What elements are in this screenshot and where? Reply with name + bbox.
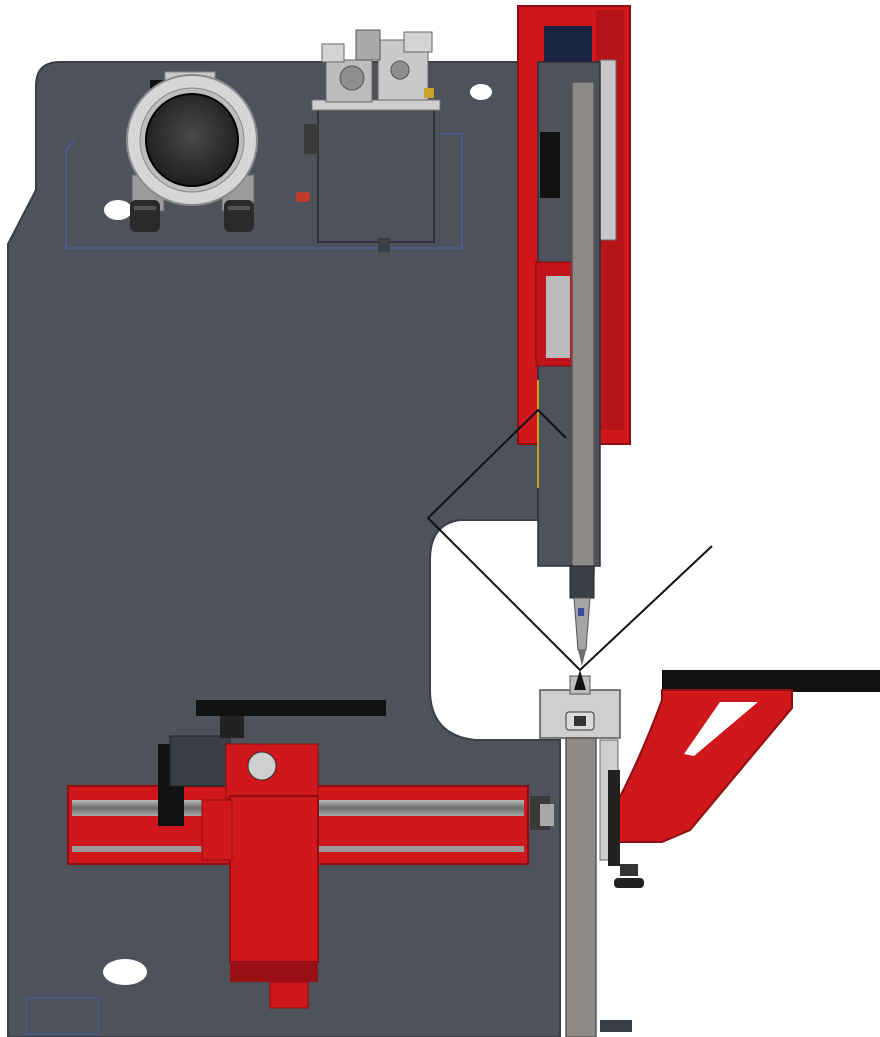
lower-beam-foot [600, 1020, 632, 1032]
die [539, 670, 621, 739]
frame-hole-top [470, 84, 492, 100]
frame-hole-bottom [103, 959, 147, 985]
sheet-metal [426, 408, 713, 672]
motor [126, 71, 258, 232]
backgauge [67, 700, 554, 1009]
backgauge-carriage [201, 743, 319, 1009]
cover-outline [65, 133, 463, 249]
frame-hole-left [104, 200, 132, 220]
punch [569, 81, 595, 666]
front-support-arm [599, 670, 880, 888]
valve-stack [321, 29, 434, 103]
frame-label-outline [25, 997, 99, 1035]
lower-beam [565, 737, 597, 1037]
hydraulic-valve-block [296, 29, 441, 252]
